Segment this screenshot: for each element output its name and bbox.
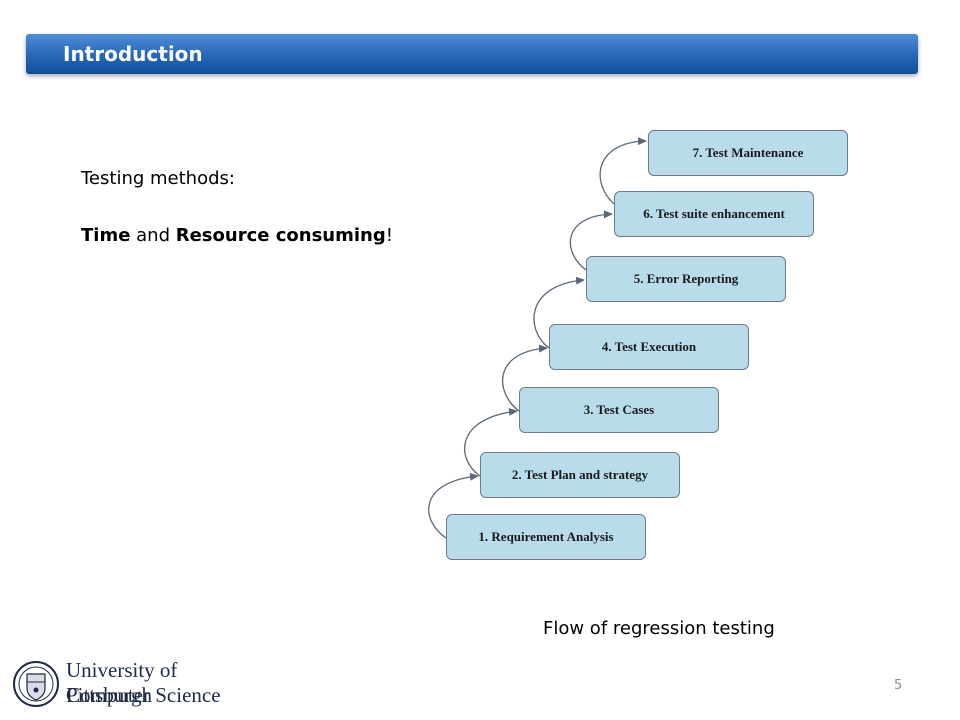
arrow-1-to-2 [428,472,479,539]
logo-line-university: University of Pittsburgh [66,658,178,707]
arrow-6-to-7 [599,137,647,205]
title-bar: Introduction [26,34,918,74]
arrow-4-to-5 [533,276,585,349]
arrow-3-to-4 [501,344,548,412]
university-seal-icon [13,661,59,707]
time-resource-line: Time and Resource consuming! [81,225,393,246]
arrow-5-to-6 [569,210,613,271]
university-logo: University of Pittsburgh Computer Scienc… [12,656,252,712]
logo-line-department: Computer Science [66,683,221,707]
step-test-maintenance: 7. Test Maintenance [648,130,848,176]
step-test-plan: 2. Test Plan and strategy [480,452,680,498]
resource-consuming-word: Resource consuming [175,225,386,246]
arrow-2-to-3 [464,407,518,477]
slide-title: Introduction [63,42,203,66]
and-word: and [130,225,176,246]
step-error-reporting: 5. Error Reporting [586,256,786,302]
time-word: Time [81,225,131,246]
step-test-execution: 4. Test Execution [549,324,749,370]
testing-methods-label: Testing methods: [81,168,235,189]
step-test-suite-enhancement: 6. Test suite enhancement [614,191,814,237]
diagram-caption: Flow of regression testing [543,618,775,639]
step-requirement-analysis: 1. Requirement Analysis [446,514,646,560]
exclamation: ! [385,225,393,246]
page-number: 5 [894,678,903,693]
step-test-cases: 3. Test Cases [519,387,719,433]
